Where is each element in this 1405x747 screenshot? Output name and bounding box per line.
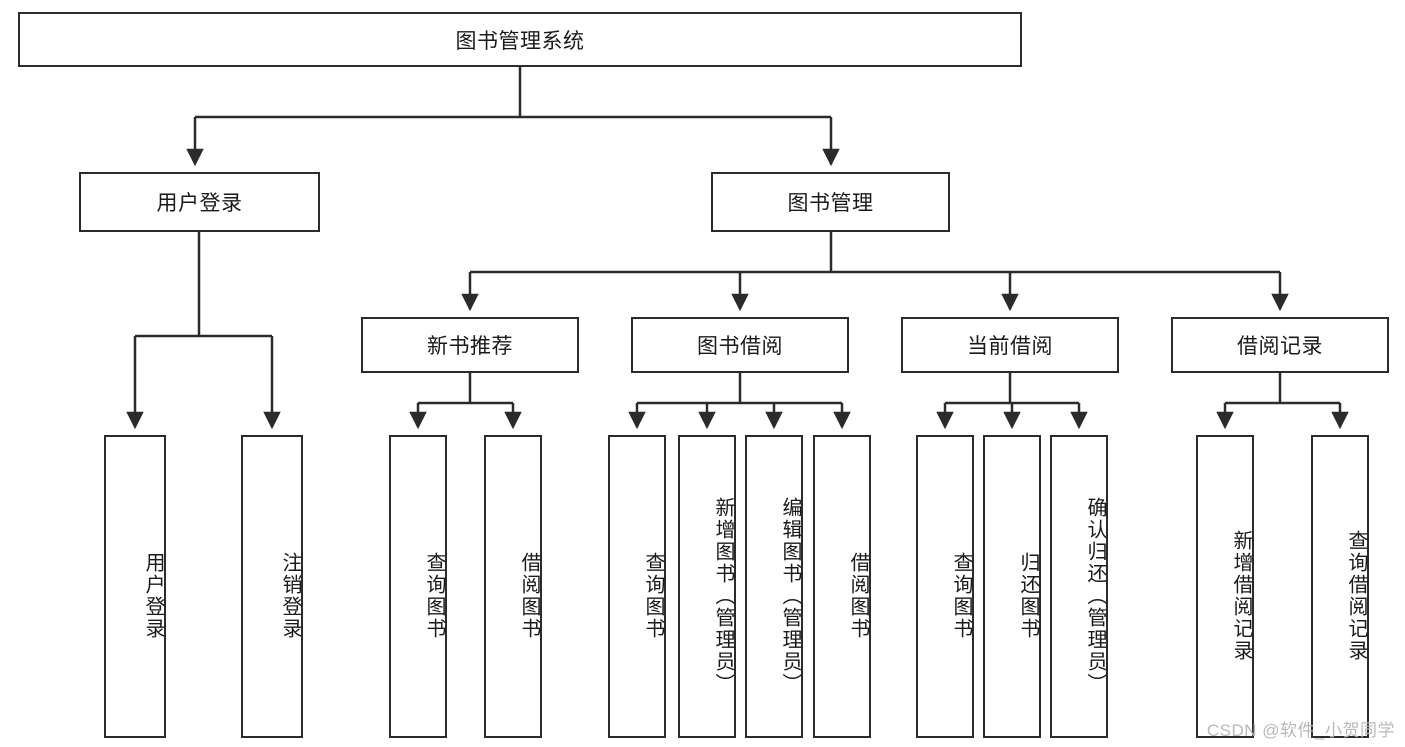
edge-group-user-login <box>126 232 281 430</box>
node-leaf-add-book[interactable]: 新增图书（管理员） <box>678 435 736 738</box>
node-root-system[interactable]: 图书管理系统 <box>18 12 1022 67</box>
edge-group-borrow-record <box>1216 373 1349 430</box>
node-leaf-query-book-borrow[interactable]: 查询图书 <box>608 435 666 738</box>
edge-group-root <box>186 67 840 167</box>
node-leaf-edit-book[interactable]: 编辑图书（管理员） <box>745 435 803 738</box>
edge-group-book-manage <box>461 232 1289 312</box>
node-leaf-return-book[interactable]: 归还图书 <box>983 435 1041 738</box>
node-leaf-user-login[interactable]: 用户登录 <box>104 435 166 738</box>
csdn-watermark: CSDN @软件_小贺同学 <box>1206 721 1395 740</box>
node-leaf-query-book-recommend[interactable]: 查询图书 <box>389 435 447 738</box>
node-book-manage[interactable]: 图书管理 <box>711 172 950 232</box>
node-leaf-logout[interactable]: 注销登录 <box>241 435 303 738</box>
node-new-book-recommend[interactable]: 新书推荐 <box>361 317 579 373</box>
node-leaf-query-borrow-record[interactable]: 查询借阅记录 <box>1311 435 1369 738</box>
node-user-login[interactable]: 用户登录 <box>79 172 320 232</box>
node-borrow-record[interactable]: 借阅记录 <box>1171 317 1389 373</box>
edge-group-new-book-recommend <box>409 373 522 430</box>
node-leaf-query-book-current[interactable]: 查询图书 <box>916 435 974 738</box>
node-leaf-borrow-book-recommend[interactable]: 借阅图书 <box>484 435 542 738</box>
edge-group-current-borrow <box>936 373 1088 430</box>
edge-group-book-borrow <box>628 373 851 430</box>
node-leaf-add-borrow-record[interactable]: 新增借阅记录 <box>1196 435 1254 738</box>
node-leaf-borrow-book[interactable]: 借阅图书 <box>813 435 871 738</box>
node-book-borrow[interactable]: 图书借阅 <box>631 317 849 373</box>
node-current-borrow[interactable]: 当前借阅 <box>901 317 1119 373</box>
node-leaf-confirm-return[interactable]: 确认归还（管理员） <box>1050 435 1108 738</box>
